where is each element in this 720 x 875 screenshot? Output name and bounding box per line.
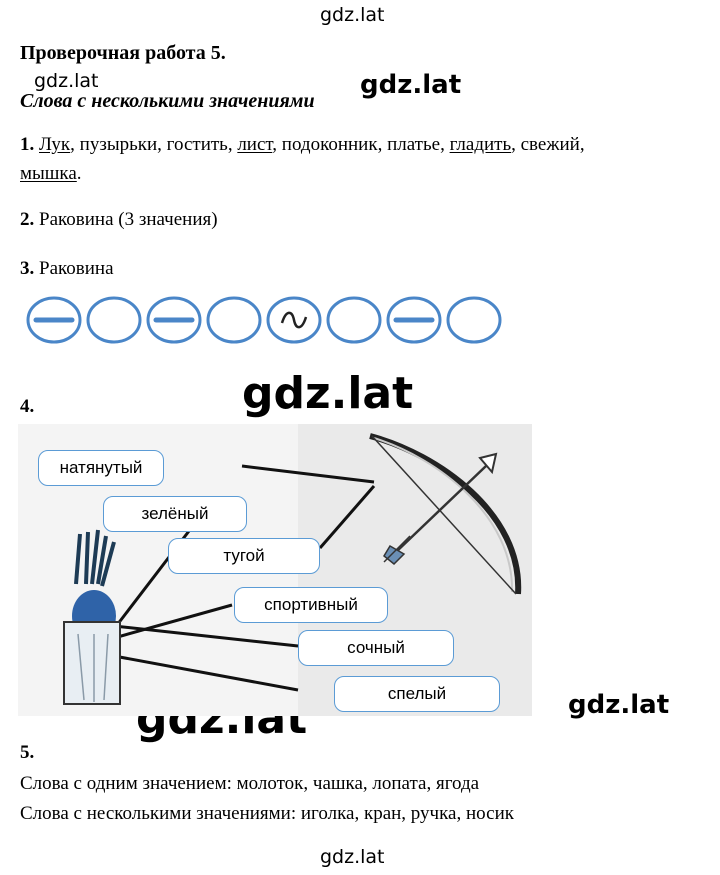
connector-line <box>113 603 233 640</box>
watermark-right: gdz.lat <box>568 690 670 720</box>
text-segment: . <box>76 163 82 184</box>
word-box-spelyi: спелый <box>334 676 500 712</box>
matching-illustration <box>63 433 522 705</box>
watermark-header: gdz.lat <box>360 70 462 100</box>
meaning-oval-minus <box>146 296 202 344</box>
watermark-large-1: gdz.lat <box>242 368 414 419</box>
meaning-oval-minus <box>386 296 442 344</box>
panel-background-shade <box>298 424 532 716</box>
exercise-1-line1: Лук, пузырьки, гостить, лист, подоконник… <box>39 134 585 155</box>
page-title: Проверочная работа 5. <box>20 42 226 64</box>
word-box-sportivnyi: спортивный <box>234 587 388 623</box>
word-box-natyanutyi: натянутый <box>38 450 164 486</box>
exercise-5-line2: Слова с несколькими значениями: иголка, … <box>20 803 514 824</box>
exercise-4: 4. <box>20 396 34 418</box>
exercise-3: 3. Раковина <box>20 258 114 280</box>
meaning-oval-empty <box>446 296 502 344</box>
underlined-word: Лук <box>39 134 71 155</box>
exercise-5-line1: Слова с одним значением: молоток, чашка,… <box>20 773 480 794</box>
text-segment: , свежий, <box>511 134 585 155</box>
meaning-oval-empty <box>326 296 382 344</box>
meaning-oval-tilde <box>266 296 322 344</box>
word-box-tugoi: тугой <box>168 538 320 574</box>
exercise-3-text: Раковина <box>39 258 114 279</box>
connector-line <box>113 654 299 692</box>
text-segment: , пузырьки, гостить, <box>70 134 238 155</box>
exercise-2-text: Раковина (3 значения) <box>39 209 218 230</box>
watermark-bottom: gdz.lat <box>320 846 385 868</box>
meaning-oval-empty <box>86 296 142 344</box>
meaning-oval-empty <box>206 296 262 344</box>
exercise-1-number: 1. <box>20 134 35 155</box>
word-box-sochnyi: сочный <box>298 630 454 666</box>
word-box-zelenyi: зелёный <box>103 496 247 532</box>
connector-line <box>112 513 204 630</box>
meaning-symbols <box>26 296 502 344</box>
exercise-1: 1. Лук, пузырьки, гостить, лист, подокон… <box>20 134 585 156</box>
exercise-2: 2. Раковина (3 значения) <box>20 209 218 231</box>
bow-icon <box>369 433 522 595</box>
connector-line <box>113 624 299 648</box>
exercise-4-number: 4. <box>20 396 35 417</box>
exercise-3-number: 3. <box>20 258 35 279</box>
underlined-word: лист <box>237 134 273 155</box>
meaning-oval-minus <box>26 296 82 344</box>
onion-in-glass-icon <box>63 529 121 705</box>
exercise-2-number: 2. <box>20 209 35 230</box>
underlined-word: мышка <box>20 163 77 184</box>
text-segment: , подоконник, платье, <box>272 134 450 155</box>
underlined-word: гладить <box>449 134 512 155</box>
watermark-left: gdz.lat <box>34 70 99 92</box>
page-subtitle: Слова с несколькими значениями <box>20 90 315 112</box>
exercise-5-number: 5. <box>20 742 35 763</box>
exercise-1-line2: мышка. <box>20 163 82 185</box>
exercise-5: 5. <box>20 742 34 764</box>
watermark-top: gdz.lat <box>320 4 385 26</box>
connector-line <box>318 485 376 549</box>
connector-line <box>241 464 375 484</box>
